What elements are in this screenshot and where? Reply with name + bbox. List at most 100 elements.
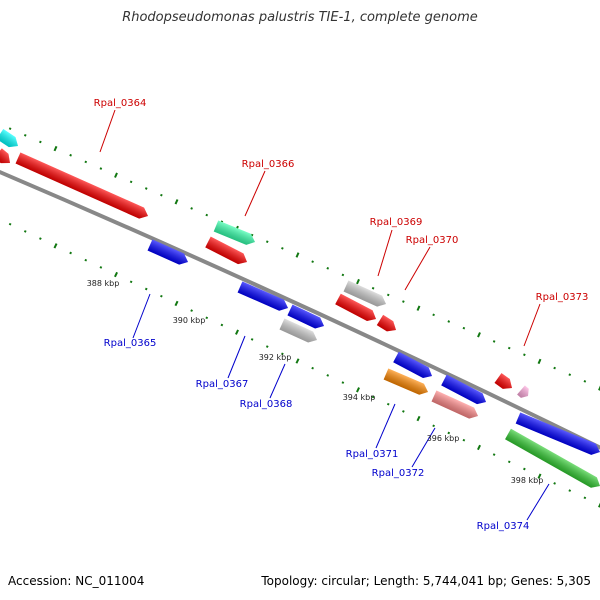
tick-mark: [84, 160, 88, 164]
tick-mark: [281, 352, 284, 356]
tick-mark: [144, 287, 148, 291]
tick-mark: [537, 358, 542, 365]
tick-mark: [447, 320, 451, 323]
tick-mark: [39, 237, 42, 240]
tick-mark: [432, 424, 435, 428]
tick-mark: [402, 410, 405, 413]
kbp-label: 394 kbp: [343, 393, 376, 402]
tick-mark: [583, 380, 587, 383]
tick-mark: [326, 266, 330, 270]
gene-arrow[interactable]: [393, 351, 435, 382]
leader-line: [132, 293, 151, 339]
tick-mark: [174, 300, 179, 307]
tick-mark: [8, 222, 12, 226]
tick-mark: [416, 415, 421, 422]
gene-label-rpal_0366[interactable]: Rpal_0366: [242, 159, 295, 170]
gene-arrow[interactable]: [376, 314, 399, 335]
gene-arrow-rpal_0367[interactable]: [237, 281, 291, 314]
tick-mark: [53, 145, 58, 152]
gene-arrow-rpal_0368[interactable]: [279, 318, 320, 346]
gene-label-rpal_0369[interactable]: Rpal_0369: [370, 217, 423, 228]
tick-mark: [341, 381, 345, 384]
leader-line: [269, 363, 286, 399]
leader-line: [523, 303, 541, 347]
gene-arrow[interactable]: [494, 373, 516, 393]
gene-arrow-rpal_0373[interactable]: [517, 385, 532, 400]
tick-mark: [265, 345, 269, 348]
gene-arrow-rpal_0374[interactable]: [505, 428, 600, 491]
tick-mark: [69, 153, 72, 157]
tick-mark: [507, 346, 511, 350]
tick-mark: [311, 260, 314, 263]
gene-label-rpal_0367[interactable]: Rpal_0367: [196, 379, 249, 390]
tick-mark: [356, 387, 360, 393]
leader-line: [526, 483, 550, 521]
gene-arrow-rpal_0371[interactable]: [383, 368, 431, 397]
gene-label-rpal_0370[interactable]: Rpal_0370: [406, 235, 459, 246]
gene-arrow-rpal_0369[interactable]: [343, 280, 389, 310]
gene-features: [0, 129, 600, 491]
tick-mark: [598, 385, 600, 391]
gene-arrow[interactable]: [515, 412, 600, 457]
kbp-label: 388 kbp: [87, 279, 120, 288]
kbp-label: 392 kbp: [259, 353, 292, 362]
tick-mark: [598, 502, 600, 508]
tick-mark: [371, 395, 375, 399]
gene-arrow-rpal_0370[interactable]: [335, 293, 379, 325]
tick-mark: [477, 332, 481, 338]
genome-summary-text: Topology: circular; Length: 5,744,041 bp…: [261, 574, 591, 588]
tick-mark: [84, 258, 88, 262]
tick-mark: [114, 172, 118, 178]
tick-mark: [492, 453, 496, 456]
tick-mark: [311, 366, 314, 370]
tick-mark: [99, 266, 103, 269]
gene-arrow[interactable]: [0, 148, 14, 167]
kbp-label: 396 kbp: [427, 434, 460, 443]
tick-mark: [507, 460, 511, 464]
gene-label-rpal_0374[interactable]: Rpal_0374: [477, 521, 530, 532]
gene-arrow[interactable]: [205, 236, 249, 268]
tick-mark: [553, 366, 556, 370]
kbp-label: 390 kbp: [173, 316, 206, 325]
tick-dots: [8, 127, 600, 508]
gene-label-rpal_0368[interactable]: Rpal_0368: [240, 399, 293, 410]
tick-mark: [386, 402, 390, 406]
tick-mark: [69, 251, 72, 255]
tick-mark: [144, 187, 148, 190]
tick-mark: [462, 326, 466, 330]
tick-mark: [386, 293, 390, 297]
tick-mark: [583, 496, 587, 500]
tick-mark: [174, 199, 179, 205]
tick-mark: [537, 473, 542, 479]
gene-label-rpal_0365[interactable]: Rpal_0365: [104, 338, 157, 349]
label-leaders: [99, 109, 550, 521]
gene-label-rpal_0373[interactable]: Rpal_0373: [536, 292, 589, 303]
tick-mark: [265, 240, 269, 244]
kbp-label: 398 kbp: [511, 476, 544, 485]
gene-arrow-rpal_0366[interactable]: [213, 220, 258, 247]
gene-arrow[interactable]: [287, 304, 326, 332]
genome-backbone: [0, 169, 600, 450]
tick-mark: [462, 438, 466, 442]
gene-arrow-rpal_0365[interactable]: [147, 239, 191, 268]
gene-arrow-rpal_0364[interactable]: [15, 152, 151, 222]
tick-mark: [371, 286, 375, 290]
tick-mark: [432, 313, 435, 317]
tick-mark: [114, 271, 118, 278]
gene-label-rpal_0371[interactable]: Rpal_0371: [346, 449, 399, 460]
gene-label-rpal_0372[interactable]: Rpal_0372: [372, 468, 425, 479]
tick-mark: [295, 358, 300, 364]
gene-arrow[interactable]: [0, 129, 21, 151]
gene-labels: Rpal_0364Rpal_0365Rpal_0366Rpal_0367Rpal…: [94, 98, 589, 532]
tick-mark: [416, 305, 421, 311]
leader-line: [404, 246, 431, 291]
map-title: Rhodopseudomonas palustris TIE-1, comple…: [122, 10, 478, 25]
leader-line: [99, 109, 116, 153]
gene-label-rpal_0364[interactable]: Rpal_0364: [94, 98, 147, 109]
gene-arrow[interactable]: [441, 374, 489, 408]
tick-mark: [568, 373, 572, 377]
tick-mark: [205, 213, 209, 217]
tick-mark: [23, 133, 27, 137]
gene-arrow-rpal_0372[interactable]: [431, 390, 481, 422]
